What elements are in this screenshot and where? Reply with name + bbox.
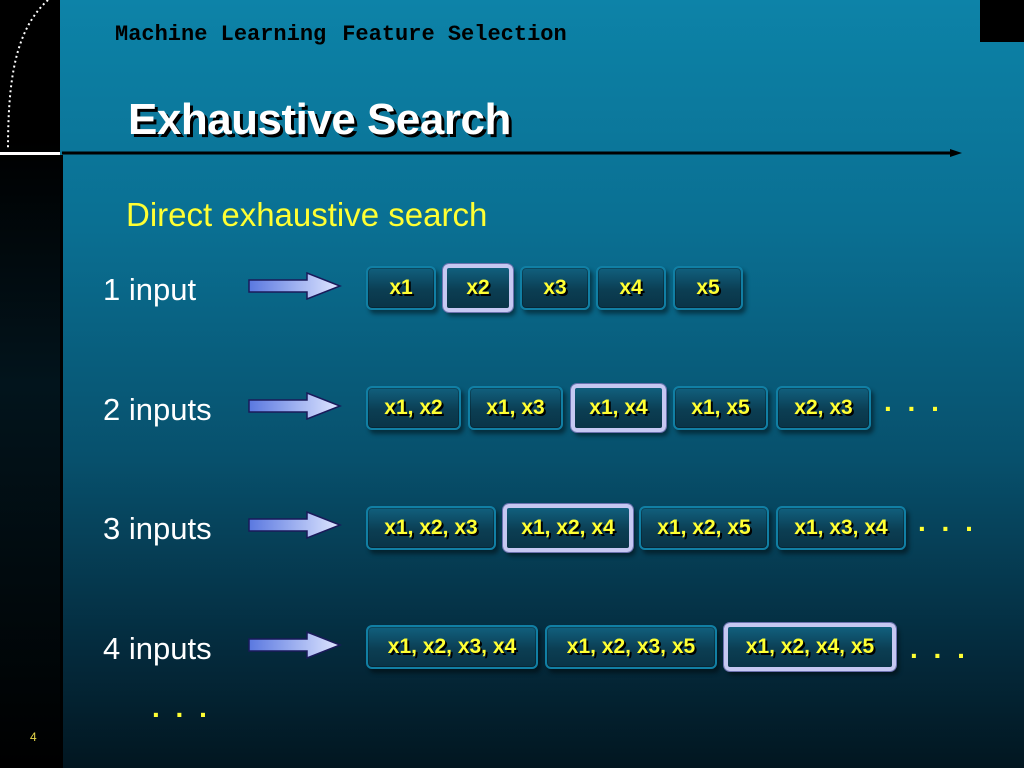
subset-box-x1: x1 — [366, 266, 436, 310]
right-arrow-icon — [248, 631, 342, 659]
subset-box-x1-x2: x1, x2 — [366, 386, 461, 430]
subset-box-x1-x5: x1, x5 — [673, 386, 768, 430]
subset-box-x1-x4-selected: x1, x4 — [571, 384, 666, 432]
bottom-ellipsis: . . . — [152, 692, 211, 723]
subset-box-x3: x3 — [520, 266, 590, 310]
right-arrow-icon — [248, 392, 342, 420]
subset-box-x1-x2-x3-x5: x1, x2, x3, x5 — [545, 625, 717, 669]
subset-box-x2-x3: x2, x3 — [776, 386, 871, 430]
page-number: 4 — [30, 730, 37, 744]
subset-box-x1-x2-x4-selected: x1, x2, x4 — [503, 504, 633, 552]
right-arrow-icon — [248, 272, 342, 300]
corner-block — [980, 0, 1024, 42]
vertical-divider — [60, 155, 63, 768]
subset-box-x1-x3-x4: x1, x3, x4 — [776, 506, 906, 550]
row-4-ellipsis: . . . — [910, 633, 969, 664]
subset-box-x1-x3: x1, x3 — [468, 386, 563, 430]
right-arrow-icon — [248, 511, 342, 539]
slide-header: Machine Learning Feature Selection — [115, 22, 567, 47]
panel-underline — [0, 152, 60, 155]
left-panel — [0, 0, 60, 768]
row-label-1-input: 1 input — [103, 272, 197, 307]
subset-box-x4: x4 — [596, 266, 666, 310]
subset-box-x1-x2-x3-x4: x1, x2, x3, x4 — [366, 625, 538, 669]
subset-box-x1-x2-x4-x5-selected: x1, x2, x4, x5 — [724, 623, 896, 671]
slide-title: Exhaustive Search — [128, 95, 511, 144]
row-label-4-inputs: 4 inputs — [103, 631, 212, 666]
row-3-ellipsis: . . . — [918, 506, 977, 537]
row-label-3-inputs: 3 inputs — [103, 511, 212, 546]
dotted-curve-decoration — [7, 0, 49, 151]
row-2-ellipsis: . . . — [884, 386, 943, 417]
subset-box-x1-x2-x3: x1, x2, x3 — [366, 506, 496, 550]
subtitle: Direct exhaustive search — [126, 196, 488, 233]
subset-box-x1-x2-x5: x1, x2, x5 — [639, 506, 769, 550]
header-course: Machine Learning — [115, 22, 327, 47]
title-underline-arrow — [62, 149, 962, 157]
subset-box-x2-selected: x2 — [443, 264, 513, 312]
header-topic: Feature Selection — [342, 22, 567, 47]
row-label-2-inputs: 2 inputs — [103, 392, 212, 427]
subset-box-x5: x5 — [673, 266, 743, 310]
